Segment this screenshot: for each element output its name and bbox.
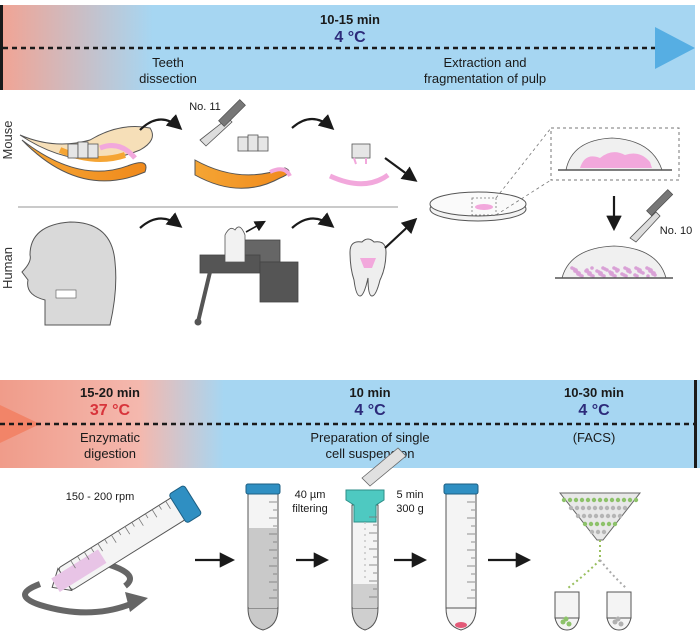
cell-population: [561, 497, 639, 535]
seg1-line2: digestion: [84, 446, 136, 461]
seg3-line1: (FACS): [573, 430, 616, 445]
petri-dish-icon: [429, 191, 527, 222]
arrow-human-to-dish: [384, 217, 418, 249]
step-extraction-line1: Extraction and: [443, 55, 526, 70]
tube-pellet-icon: [443, 483, 479, 631]
seg3-time: 10-30 min: [564, 385, 624, 400]
tube-graduations: [369, 516, 377, 598]
mouse-jaw-dissected-illustration: [194, 134, 292, 189]
seg2-time: 10 min: [349, 385, 390, 400]
timeline-top-start-bar: [0, 5, 3, 90]
timeline-top-arrow-icon: [655, 27, 695, 69]
arrow-human-2: [291, 212, 335, 229]
zoom-line-2: [495, 179, 552, 216]
rotation-arrow-icon: [22, 562, 148, 616]
facs-sorter-icon: [554, 492, 642, 631]
tube-graduations: [269, 501, 277, 599]
seg3-temp: 4 °C: [578, 402, 610, 419]
step-extraction-line2: fragmentation of pulp: [424, 71, 546, 86]
scalpel-icon: [199, 99, 246, 147]
timeline-top-time: 10-15 min: [320, 12, 380, 27]
human-head-illustration: [21, 221, 117, 326]
arrow-mouse-to-dish: [384, 157, 418, 182]
label-scalpel-no11: No. 11: [189, 101, 221, 113]
tube-with-filter-icon: [345, 447, 407, 631]
timeline-bottom-end-bar: [694, 380, 697, 468]
label-filter-line2: filtering: [292, 503, 327, 515]
timeline-bottom-band: [0, 380, 700, 468]
arrow-human-1: [139, 212, 183, 229]
label-scalpel-no10: No. 10: [660, 225, 692, 237]
arrow-mouse-1: [139, 114, 183, 131]
timeline-bottom: 15-20 min 37 °C Enzymatic digestion 10 m…: [0, 380, 700, 468]
seg2-temp: 4 °C: [354, 402, 386, 419]
timeline-top: 10-15 min 4 °C Teeth dissection Extracti…: [0, 5, 695, 90]
tube-icon-1: [245, 483, 281, 631]
pulp-fragments: [570, 266, 657, 278]
pulp-drop-illustration: [558, 137, 672, 171]
timeline-top-temp: 4 °C: [334, 29, 366, 46]
tube-graduations: [467, 501, 475, 599]
seg1-temp: 37 °C: [90, 402, 131, 419]
step-teeth-dissection-line2: dissection: [139, 71, 197, 86]
seg1-line1: Enzymatic: [80, 430, 140, 445]
label-filter-line1: 40 µm: [295, 489, 326, 501]
tilted-tube-icon: [51, 485, 202, 593]
zoom-line-1: [495, 127, 552, 199]
tube-graduations: [70, 500, 171, 569]
label-centrifuge-line1: 5 min: [397, 489, 424, 501]
mouse-jaw-illustration: [19, 126, 153, 182]
mouse-tooth-illustration: [328, 143, 390, 187]
label-mouse: Mouse: [0, 120, 15, 159]
arrow-mouse-2: [291, 114, 335, 131]
fragmented-pulp-illustration: [555, 245, 673, 279]
seg1-time: 15-20 min: [80, 385, 140, 400]
label-human: Human: [0, 247, 15, 289]
human-tooth-illustration: [349, 238, 387, 297]
bench-vise-icon: [194, 220, 299, 326]
step-teeth-dissection-line1: Teeth: [152, 55, 184, 70]
label-centrifuge-line2: 300 g: [396, 503, 424, 515]
label-rpm: 150 - 200 rpm: [66, 491, 134, 503]
scalpel-no10-icon: [629, 189, 674, 243]
seg2-line1: Preparation of single: [310, 430, 429, 445]
